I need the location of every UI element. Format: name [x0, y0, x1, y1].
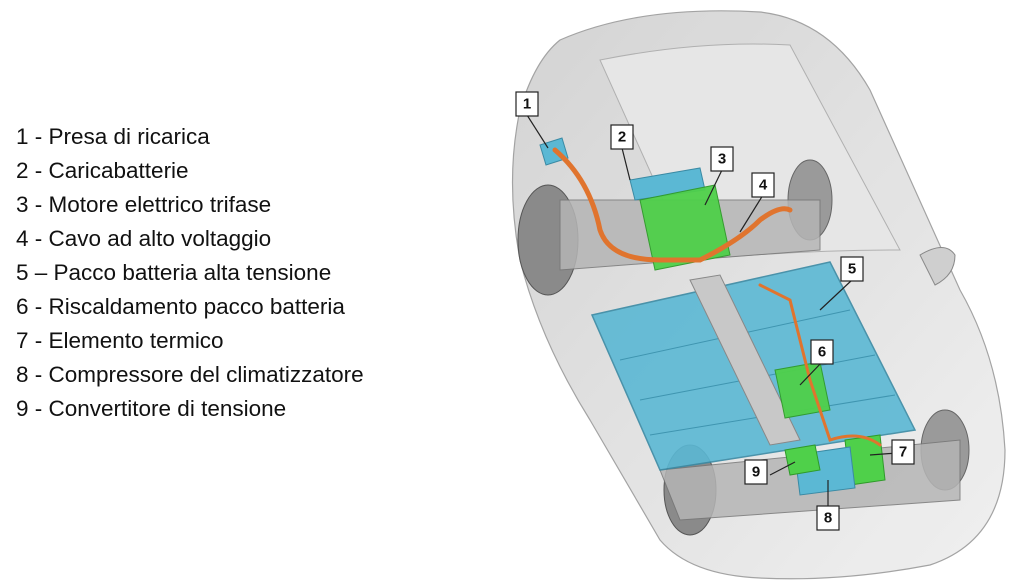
callout-9: 9: [745, 460, 767, 484]
svg-text:3: 3: [718, 151, 726, 168]
legend-item-battery-heater: 6 - Riscaldamento pacco batteria: [16, 290, 364, 324]
callout-4: 4: [752, 173, 774, 197]
callout-2: 2: [611, 125, 633, 149]
svg-text:9: 9: [752, 464, 760, 481]
svg-text:5: 5: [848, 261, 856, 278]
legend-item-battery-pack: 5 – Pacco batteria alta tensione: [16, 256, 364, 290]
svg-text:7: 7: [899, 444, 907, 461]
voltage-converter: [785, 445, 820, 475]
legend-item-ac-compressor: 8 - Compressore del climatizzatore: [16, 358, 364, 392]
svg-text:4: 4: [759, 177, 768, 194]
svg-text:6: 6: [818, 344, 826, 361]
callout-1: 1: [516, 92, 538, 116]
legend-item-motor: 3 - Motore elettrico trifase: [16, 188, 364, 222]
legend-item-thermal-element: 7 - Elemento termico: [16, 324, 364, 358]
callout-6: 6: [811, 340, 833, 364]
legend-item-charger: 2 - Caricabatterie: [16, 154, 364, 188]
svg-text:8: 8: [824, 510, 832, 527]
component-legend: 1 - Presa di ricarica 2 - Caricabatterie…: [16, 120, 364, 426]
electric-motor: [640, 185, 730, 270]
svg-text:2: 2: [618, 129, 626, 146]
battery-heater: [775, 362, 830, 418]
legend-item-charging-socket: 1 - Presa di ricarica: [16, 120, 364, 154]
callout-7: 7: [892, 440, 914, 464]
legend-item-voltage-converter: 9 - Convertitore di tensione: [16, 392, 364, 426]
legend-item-hv-cable: 4 - Cavo ad alto voltaggio: [16, 222, 364, 256]
svg-text:1: 1: [523, 96, 531, 113]
callout-8: 8: [817, 506, 839, 530]
ev-chassis-diagram: 1 2 3 4 5 6 7 8 9: [470, 0, 1024, 582]
callout-5: 5: [841, 257, 863, 281]
callout-3: 3: [711, 147, 733, 171]
